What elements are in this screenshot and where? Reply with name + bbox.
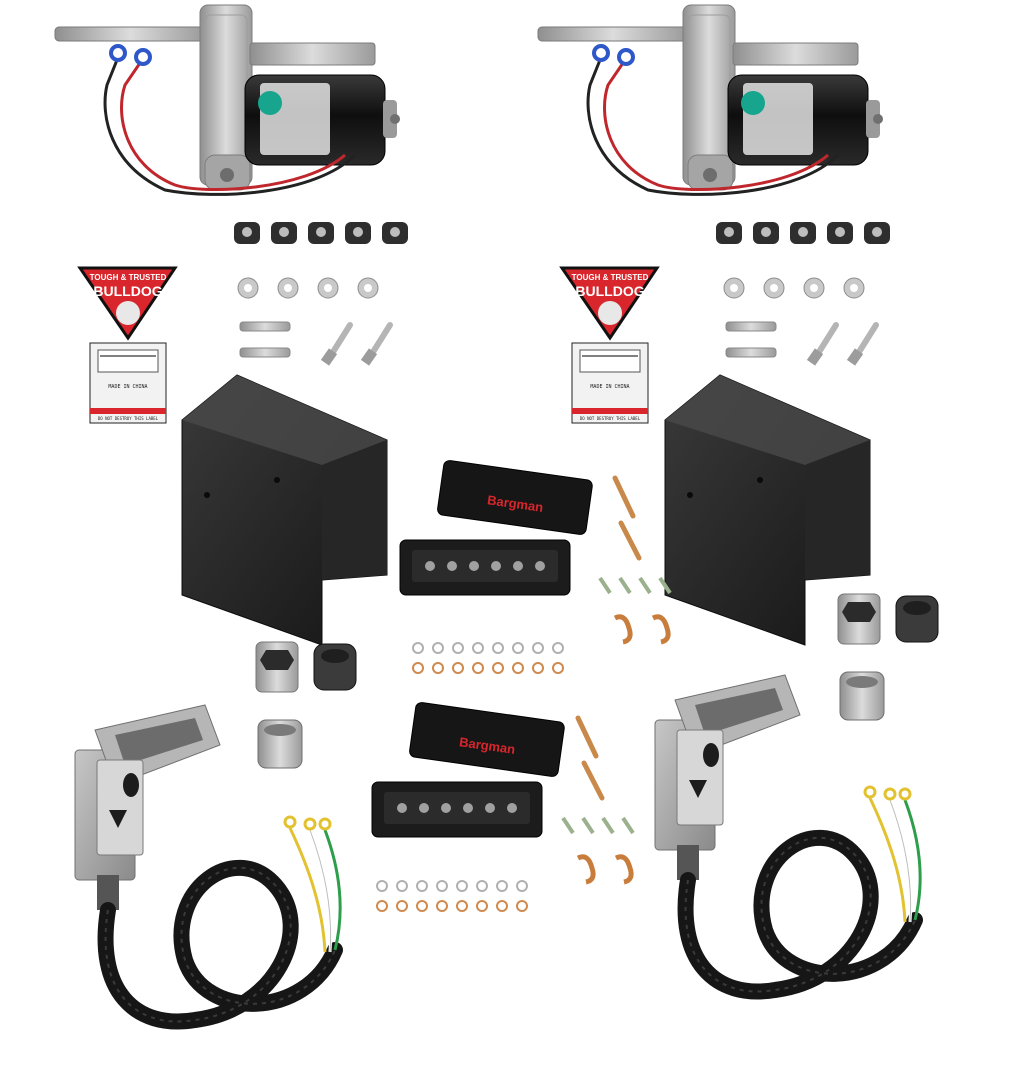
motor-assembly-left [53,3,402,197]
junction-box-bottom: Bargman [371,701,566,838]
grommet-row-right [716,222,890,244]
hardware-set-right [724,278,876,366]
warning-text: DO NOT DESTROY THIS LABEL [98,416,159,421]
spacer-sleeves-left [255,641,357,769]
metal-shield-left [181,374,388,646]
brand-name-text: BULLDOG [93,283,162,299]
junction-box-top: Bargman [399,459,594,596]
brand-top-text: TOUGH & TRUSTED [572,273,649,282]
screws-clips-top [600,478,670,642]
bulldog-label-left: TOUGH & TRUSTED BULLDOG MADE IN CHINA DO… [77,266,178,424]
brand-top-text: TOUGH & TRUSTED [90,273,167,282]
motor-assembly-right [536,3,885,197]
brand-name-text: BULLDOG [575,283,644,299]
washer-grid-bottom [376,880,528,912]
switch-cable-assembly-right [655,675,920,992]
warning-text: DO NOT DESTROY THIS LABEL [580,416,641,421]
hardware-set-left [238,278,390,366]
made-in-text: MADE IN CHINA [590,384,629,390]
grommet-row-left [234,222,408,244]
screws-clips-bottom [563,718,633,882]
bulldog-mascot-icon [598,301,622,325]
bulldog-mascot-icon [116,301,140,325]
made-in-text: MADE IN CHINA [108,384,147,390]
spacer-sleeves-right [837,593,939,721]
washer-grid-top [412,642,564,674]
bulldog-label-right: TOUGH & TRUSTED BULLDOG MADE IN CHINA DO… [559,266,660,424]
